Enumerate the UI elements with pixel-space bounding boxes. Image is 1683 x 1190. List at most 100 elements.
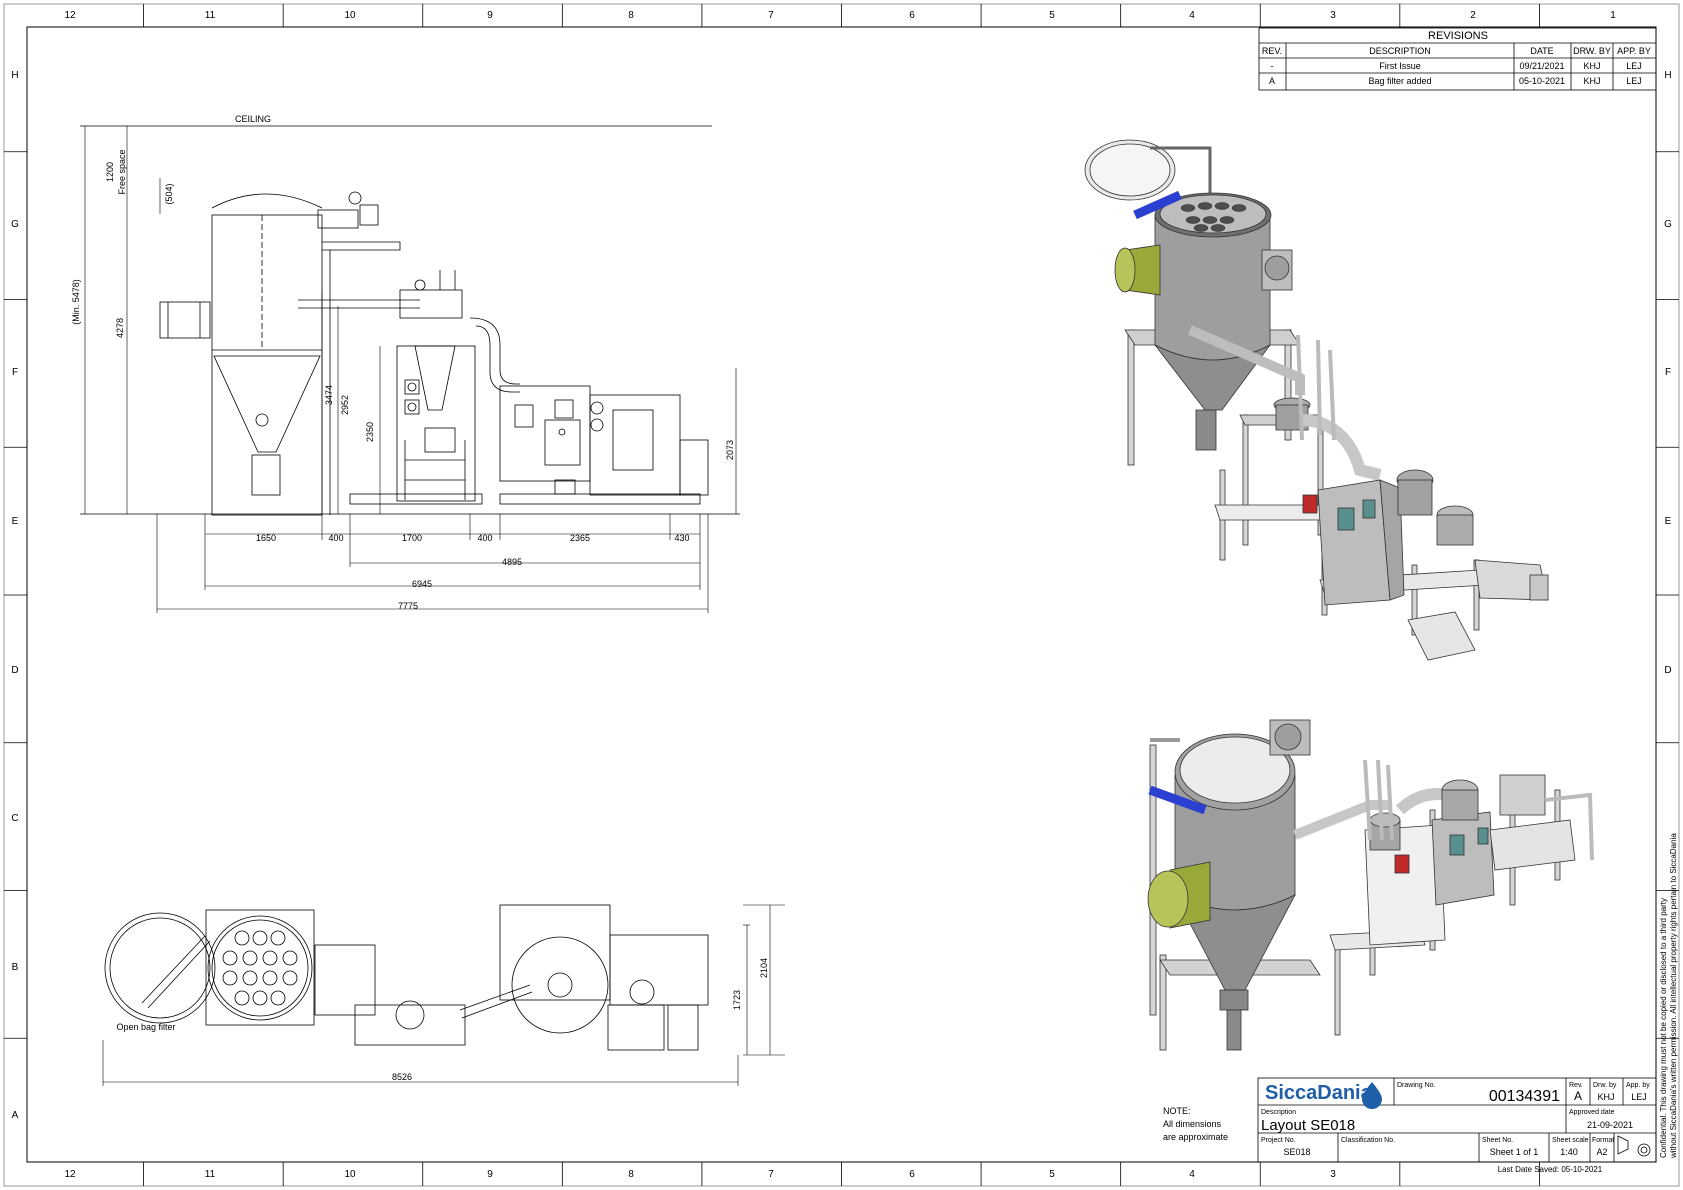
rev-header: DRW. BY xyxy=(1573,46,1611,56)
rev-cell: LEJ xyxy=(1626,76,1642,86)
scale-label: Sheet scale xyxy=(1552,1137,1589,1144)
approved-date: 21-09-2021 xyxy=(1587,1120,1633,1130)
col-label: 5 xyxy=(1049,10,1055,21)
filter-hole xyxy=(234,990,250,1006)
row-label: H xyxy=(11,70,18,81)
drawing-number: 00134391 xyxy=(1489,1088,1560,1105)
dim-h1: 3474 xyxy=(324,385,334,405)
plan-labels: Open bag filter 8526 1723 2104 xyxy=(116,958,769,1082)
filter-hole xyxy=(222,970,238,986)
sheet-scale: 1:40 xyxy=(1560,1147,1578,1157)
row-label: F xyxy=(1665,367,1671,378)
col-label: 12 xyxy=(64,10,76,21)
note-title: NOTE: xyxy=(1163,1106,1191,1116)
dim-total-2: 6945 xyxy=(412,579,432,589)
col-label: 8 xyxy=(628,10,634,21)
col-label: 7 xyxy=(768,10,774,21)
column-labels-bottom: 12 11 10 9 8 7 6 5 4 3 xyxy=(64,1169,1336,1180)
filter-hole xyxy=(252,990,268,1006)
filter-hole xyxy=(270,930,286,946)
col-label: 9 xyxy=(487,1169,493,1180)
revisions-table: REVISIONS REV. DESCRIPTION DATE DRW. BY … xyxy=(1258,27,1657,91)
filter-hole xyxy=(1202,216,1218,224)
drw-by-value: KHJ xyxy=(1597,1092,1614,1102)
ceiling-label: CEILING xyxy=(235,114,271,124)
dim-height-main: 4278 xyxy=(115,318,125,338)
col-label: 4 xyxy=(1189,1169,1195,1180)
rev-cell: KHJ xyxy=(1583,61,1600,71)
app-by-value: LEJ xyxy=(1631,1092,1647,1102)
row-label: G xyxy=(1664,219,1672,230)
description-value: Layout SE018 xyxy=(1261,1117,1355,1134)
description-label: Description xyxy=(1261,1109,1296,1116)
filter-hole xyxy=(1180,204,1196,212)
open-bag-filter-label: Open bag filter xyxy=(116,1022,175,1032)
filter-hole xyxy=(1185,216,1201,224)
drw-by-label: Drw. by xyxy=(1593,1082,1617,1089)
dim-h3: 2350 xyxy=(365,422,375,442)
title-block: SiccaDania Drawing No. Rev. Drw. by App.… xyxy=(1257,1077,1657,1174)
row-label: G xyxy=(11,219,19,230)
rev-cell: LEJ xyxy=(1626,61,1642,71)
filter-hole xyxy=(222,950,238,966)
col-label: 1 xyxy=(1610,10,1616,21)
col-label: 10 xyxy=(344,10,356,21)
plan-view xyxy=(104,904,709,1051)
col-label: 6 xyxy=(909,1169,915,1180)
col-label: 9 xyxy=(487,10,493,21)
row-label: B xyxy=(12,962,19,973)
col-label: 8 xyxy=(628,1169,634,1180)
dim-d3: 1700 xyxy=(402,533,422,543)
note-line-1: All dimensions xyxy=(1163,1119,1222,1129)
col-label: 4 xyxy=(1189,10,1195,21)
plan-dimensions xyxy=(102,904,785,1086)
isometric-view-1 xyxy=(1084,139,1549,661)
filter-bag-holes xyxy=(1180,202,1247,232)
confidential-notice: Confidential. This drawing must not be c… xyxy=(1659,833,1678,1159)
filter-hole xyxy=(1231,204,1247,212)
rev-cell: First Issue xyxy=(1379,61,1421,71)
dim-total-3: 7775 xyxy=(398,601,418,611)
row-labels-left: H G F E D C B A xyxy=(11,70,19,1121)
col-label: 11 xyxy=(205,10,216,21)
revisions-title: REVISIONS xyxy=(1428,30,1488,42)
elevation-dimensions xyxy=(84,126,737,613)
rev-cell: - xyxy=(1271,61,1274,71)
column-labels-top: 12 11 10 9 8 7 6 5 4 3 2 1 xyxy=(64,10,1616,21)
dim-h4: 2073 xyxy=(725,440,735,460)
dim-d1: 1650 xyxy=(256,533,276,543)
dim-d2: 400 xyxy=(328,533,343,543)
rev-header: DESCRIPTION xyxy=(1369,46,1431,56)
rev-cell: KHJ xyxy=(1583,76,1600,86)
project-number: SE018 xyxy=(1283,1147,1310,1157)
col-label: 3 xyxy=(1330,10,1336,21)
rev-cell: 09/21/2021 xyxy=(1519,61,1564,71)
approved-label: Approved date xyxy=(1569,1109,1615,1116)
col-label: 3 xyxy=(1330,1169,1336,1180)
filter-hole xyxy=(262,950,278,966)
col-label: 7 xyxy=(768,1169,774,1180)
col-label: 11 xyxy=(205,1169,216,1180)
dim-d4: 400 xyxy=(477,533,492,543)
rev-label: Rev. xyxy=(1569,1082,1583,1089)
col-label: 5 xyxy=(1049,1169,1055,1180)
sheet-label: Sheet No. xyxy=(1482,1137,1513,1144)
format-label: Format xyxy=(1592,1137,1614,1144)
confidential-line-2: without SiccaDania's written permission.… xyxy=(1669,833,1678,1159)
filter-hole xyxy=(270,990,286,1006)
row-labels-right: H G F E D xyxy=(1664,70,1672,676)
rev-header: REV. xyxy=(1262,46,1282,56)
droplet-logo-icon xyxy=(1362,1082,1382,1109)
app-by-label: App. by xyxy=(1626,1082,1650,1089)
filter-hole xyxy=(282,950,298,966)
rev-cell: Bag filter added xyxy=(1368,76,1431,86)
dim-plan-depth-2: 2104 xyxy=(759,958,769,978)
row-label: A xyxy=(12,1110,19,1121)
dim-d5: 2365 xyxy=(570,533,590,543)
isometric-view-2 xyxy=(1147,719,1594,1051)
note-line-2: are approximate xyxy=(1163,1132,1228,1142)
dim-h2: 2952 xyxy=(340,395,350,415)
dim-d6: 430 xyxy=(674,533,689,543)
filter-hole xyxy=(282,970,298,986)
col-label: 6 xyxy=(909,10,915,21)
